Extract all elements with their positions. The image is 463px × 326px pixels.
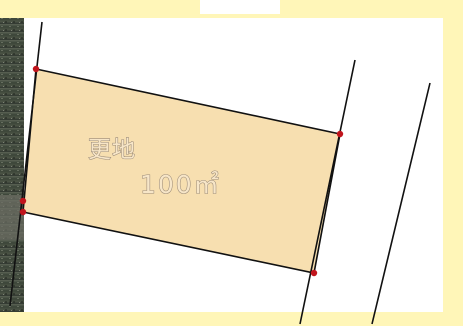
lot-area: 100㎡ <box>140 170 221 199</box>
corner-marker <box>310 269 318 277</box>
frame-top-gap <box>200 0 280 14</box>
frame-right <box>443 0 463 326</box>
frame-bottom <box>0 312 463 326</box>
background-photo-left <box>0 0 24 326</box>
boundary-line-right <box>371 82 431 325</box>
corner-marker <box>32 65 40 73</box>
corner-marker <box>336 130 344 138</box>
corner-marker <box>19 208 27 216</box>
boundary-line-middle <box>299 59 356 325</box>
corner-marker <box>19 197 27 205</box>
lot-label: 更地 <box>88 137 136 163</box>
